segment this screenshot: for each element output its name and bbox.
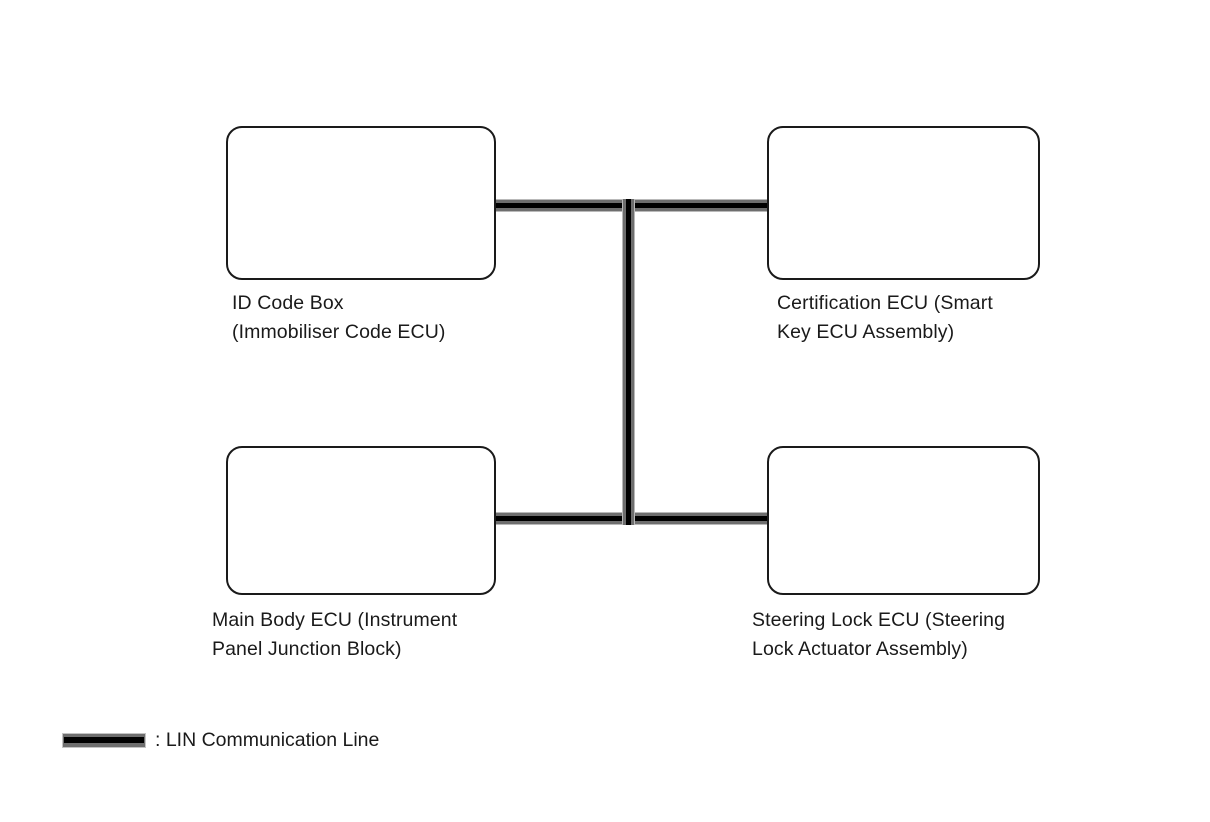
legend-label: : LIN Communication Line [155,729,380,751]
lin-line-swatch [62,733,146,749]
ecu-label-id-code-box: ID Code Box (Immobiliser Code ECU) [232,292,446,343]
ecu-box-main-body-ecu[interactable] [226,446,496,595]
ecu-box-id-code-box[interactable] [226,126,496,280]
ecu-box-steering-lock-ecu[interactable] [767,446,1040,595]
lin-line-vertical-trunk [622,199,635,525]
ecu-label-steering-lock-ecu: Steering Lock ECU (Steering Lock Actuato… [752,609,1006,660]
legend: : LIN Communication Line [62,729,380,751]
ecu-label-certification-ecu: Certification ECU (Smart Key ECU Assembl… [777,292,993,343]
ecu-box-certification-ecu[interactable] [767,126,1040,280]
ecu-label-main-body-ecu: Main Body ECU (Instrument Panel Junction… [212,609,458,660]
